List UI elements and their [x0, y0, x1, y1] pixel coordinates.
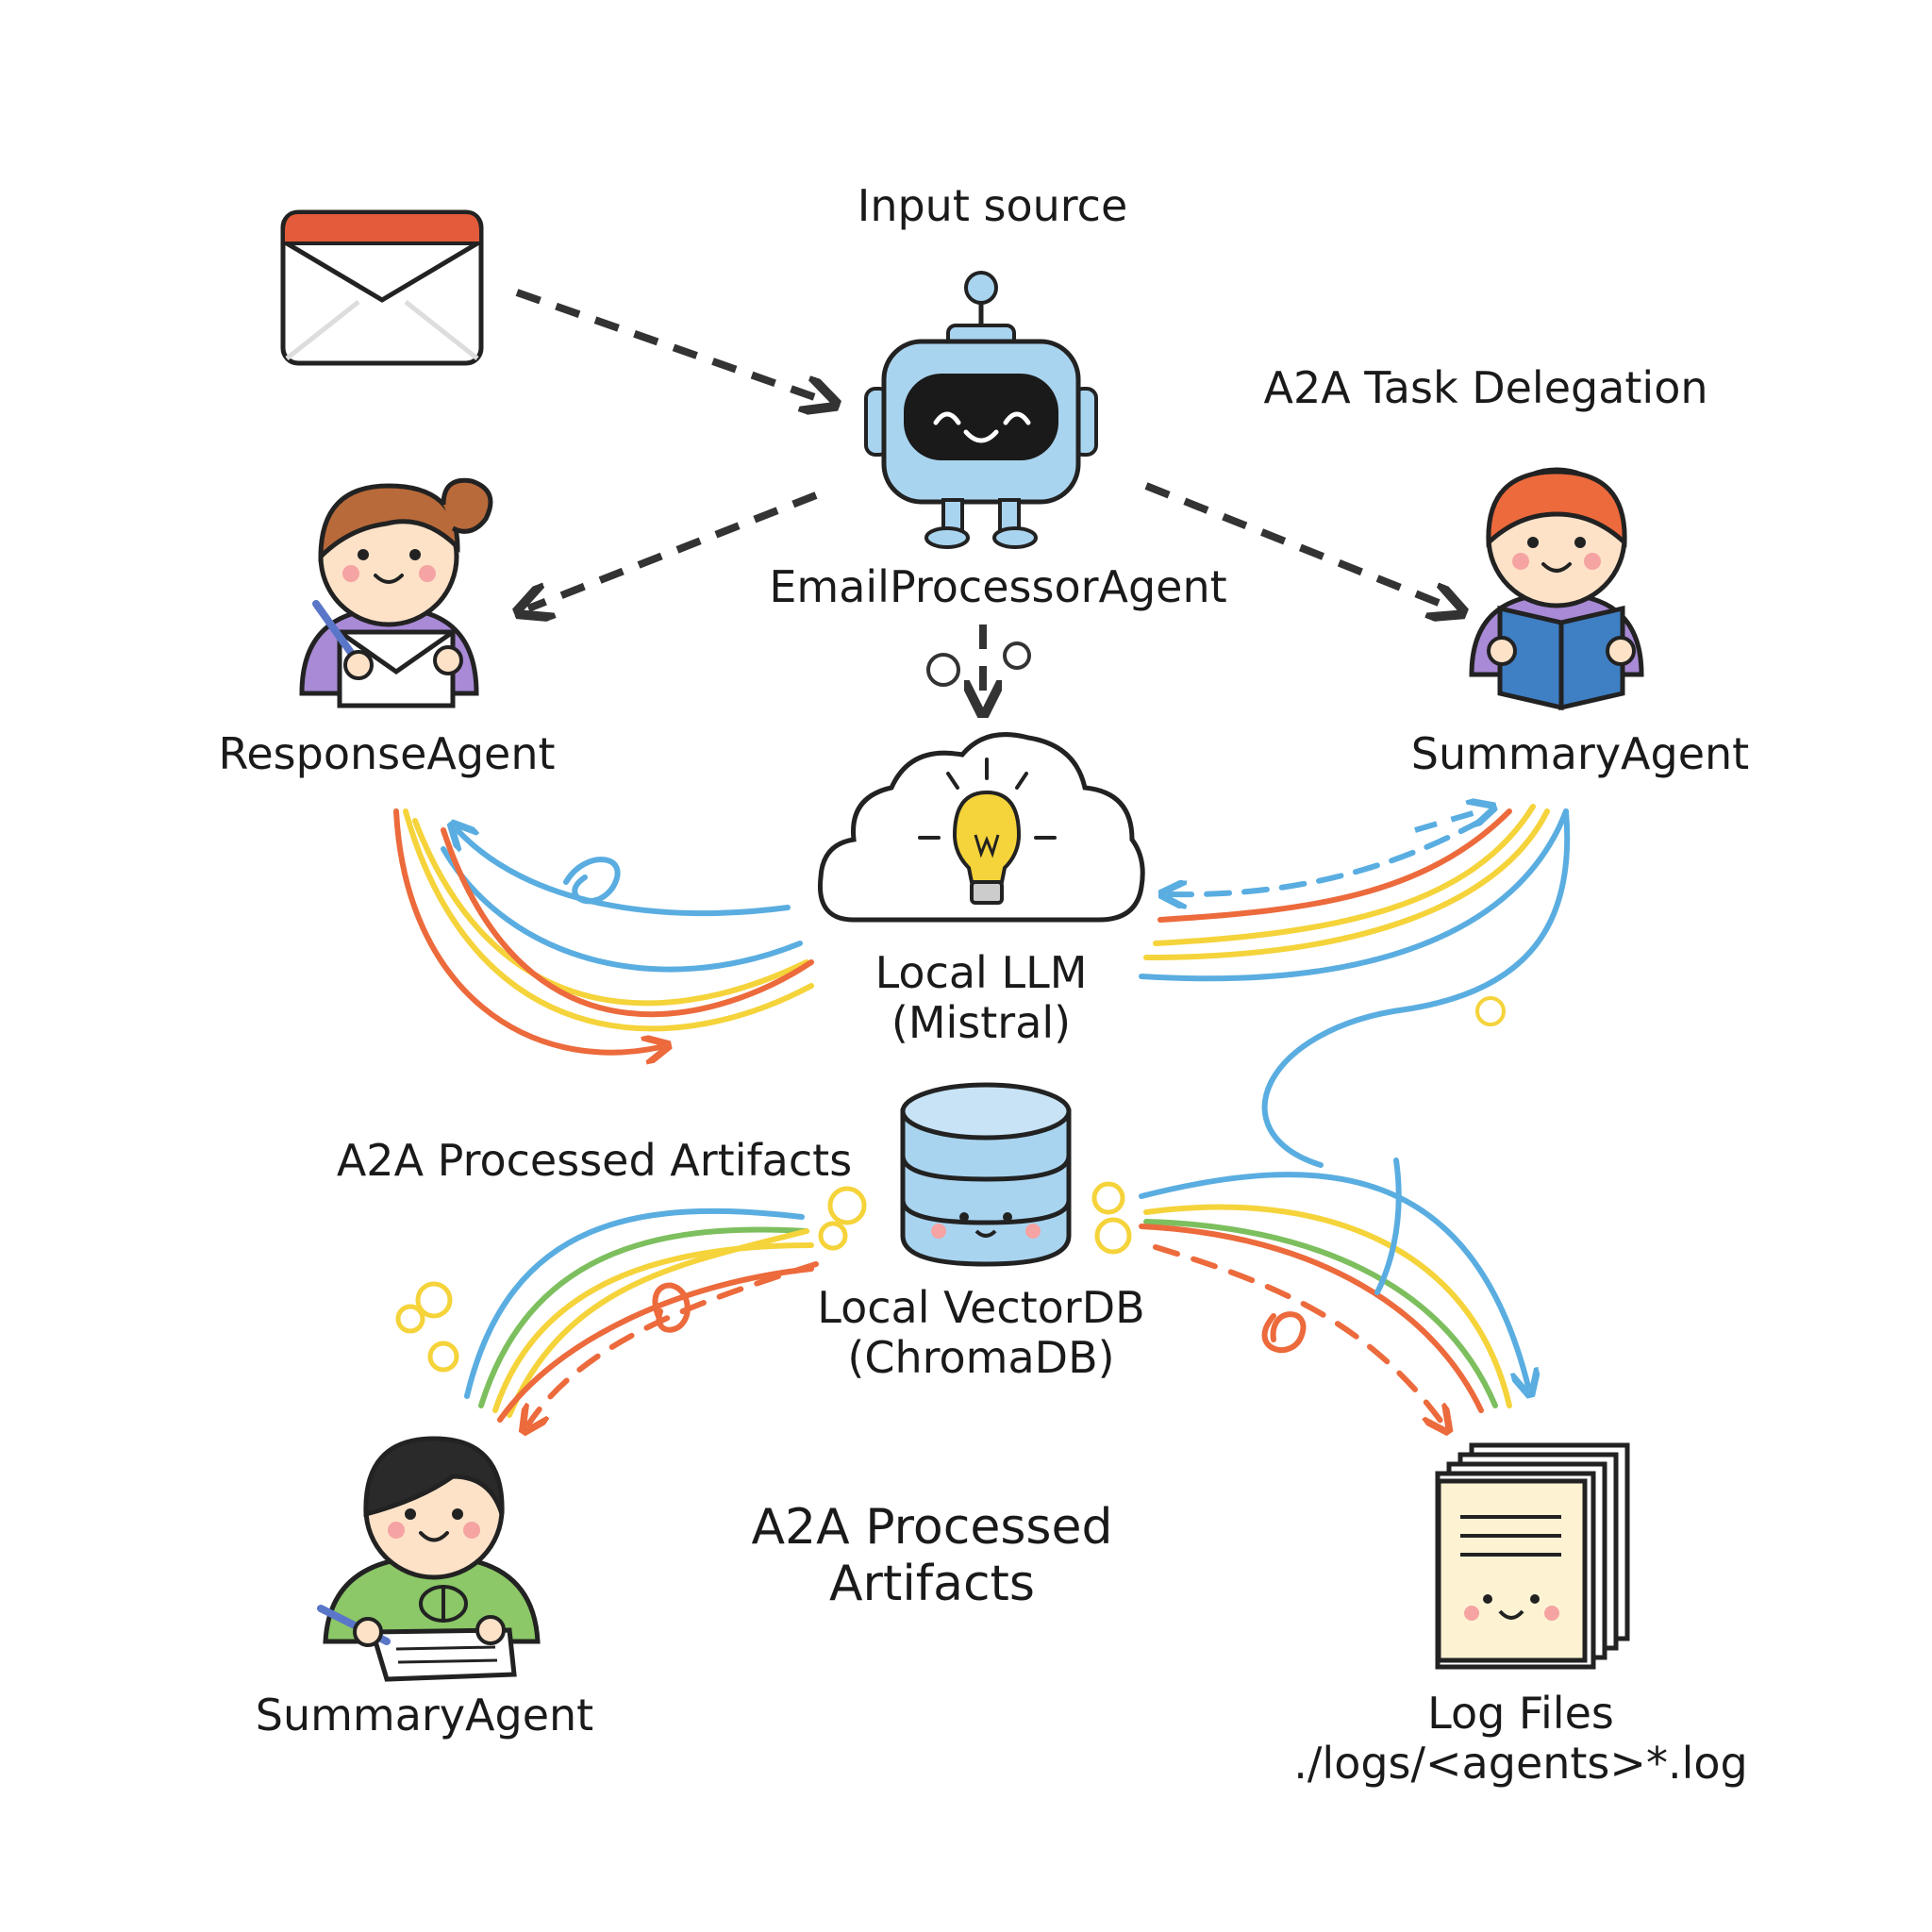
envelope-icon: [280, 209, 484, 366]
log-files-label: Log Files ./logs/<agents>*.log: [1293, 1689, 1747, 1789]
processed-artifacts-left-label: A2A Processed Artifacts: [336, 1135, 853, 1186]
vectordb-line1: Local VectorDB: [817, 1282, 1145, 1333]
local-llm-line1: Local LLM: [874, 947, 1088, 998]
processed-artifacts-center-line2: Artifacts: [828, 1555, 1036, 1612]
boy-reading-book-icon: [1469, 467, 1644, 711]
flow-llm-summary: [1139, 804, 1571, 1168]
flow-vectordb-logs: [1139, 1158, 1528, 1424]
arrow-processor-to-response: [528, 491, 818, 608]
cloud-lightbulb-icon: [817, 732, 1145, 923]
boy-writing-icon: [317, 1436, 541, 1682]
database-cylinder-icon: [900, 1082, 1072, 1267]
flow-vectordb-summary-bottom: [464, 1208, 819, 1424]
log-files-line1: Log Files: [1427, 1688, 1614, 1739]
arrow-processor-to-summary: [1144, 482, 1453, 608]
input-source-label: Input source: [857, 180, 1128, 231]
vectordb-label: Local VectorDB (ChromaDB): [817, 1283, 1144, 1383]
task-delegation-label: A2A Task Delegation: [1263, 362, 1708, 413]
summary-agent-top-label: SummaryAgent: [1410, 728, 1750, 779]
log-files-line2: ./logs/<agents>*.log: [1293, 1737, 1748, 1789]
processed-artifacts-center-line1: A2A Processed: [751, 1499, 1113, 1556]
arrow-summary-dashed-head: [1414, 809, 1486, 833]
small-bubbles-llm: [926, 641, 1031, 687]
yellow-bubbles-right: [1091, 1181, 1132, 1255]
response-agent-label: ResponseAgent: [218, 728, 556, 779]
local-llm-line2: (Mistral): [891, 996, 1072, 1048]
arrow-email-to-processor: [515, 289, 825, 401]
girl-writing-letter-icon: [299, 477, 493, 708]
vectordb-line2: (ChromaDB): [847, 1331, 1115, 1383]
log-file-stack-icon: [1435, 1442, 1630, 1670]
flow-llm-response: [393, 808, 814, 1053]
summary-agent-bottom-label: SummaryAgent: [255, 1690, 594, 1740]
local-llm-label: Local LLM (Mistral): [875, 948, 1088, 1048]
email-processor-label: EmailProcessorAgent: [769, 561, 1227, 612]
yellow-bubbles-left: [395, 1186, 867, 1373]
processed-artifacts-center-label: A2A Processed Artifacts: [751, 1499, 1113, 1613]
robot-icon: [864, 271, 1098, 549]
dashed-arrows: [515, 289, 1453, 703]
